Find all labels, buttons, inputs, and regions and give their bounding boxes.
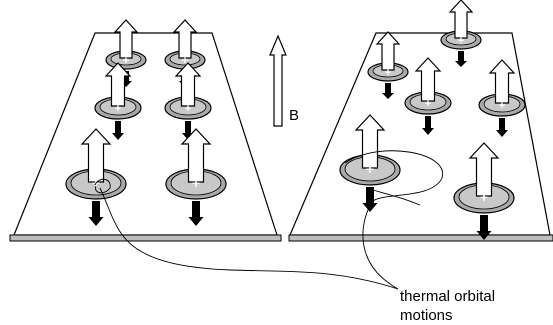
annotation-line1: thermal orbital <box>400 288 495 305</box>
charge-sign: + <box>385 67 391 79</box>
moment-arrow-down <box>496 118 508 137</box>
charged-particle: + <box>367 31 409 99</box>
charge-sign: + <box>480 189 488 205</box>
moment-arrow-up <box>174 62 202 107</box>
moment-arrow-up <box>180 128 212 183</box>
charged-particle: + <box>440 0 482 67</box>
charge-sign: + <box>182 55 188 67</box>
moment-arrow-down <box>88 201 104 226</box>
moment-arrow-down <box>382 83 394 99</box>
charged-particle: + <box>94 62 142 140</box>
magnetic-field-arrow <box>269 34 287 127</box>
charge-sign: + <box>115 103 121 115</box>
left-plate <box>9 32 282 242</box>
charge-sign: + <box>499 100 505 112</box>
charged-particle: + <box>478 59 526 137</box>
charged-particle: + <box>404 57 452 135</box>
right-plate <box>288 32 553 242</box>
moment-arrow-up <box>172 19 198 59</box>
charged-particle: + <box>165 128 227 226</box>
moment-arrow-up <box>104 62 132 107</box>
moment-arrow-down <box>455 51 467 67</box>
charge-sign: + <box>425 98 431 110</box>
orbital-motion-curves <box>94 150 443 290</box>
moment-arrow-down <box>112 121 124 140</box>
charged-particle: + <box>339 114 401 212</box>
moment-arrow-up <box>375 31 401 71</box>
charge-sign: + <box>192 175 200 191</box>
charged-particle: + <box>453 142 515 240</box>
charge-sign: + <box>458 35 464 47</box>
moment-arrow-up <box>414 57 442 102</box>
moment-arrow-up <box>113 19 139 59</box>
field-label: B <box>289 107 299 124</box>
charged-particle: + <box>65 128 127 226</box>
moment-arrow-down <box>188 201 204 226</box>
moment-arrow-up <box>448 0 474 39</box>
charge-sign: + <box>123 55 129 67</box>
moment-arrow-up <box>80 128 112 183</box>
moment-arrow-down <box>476 215 492 240</box>
charged-particle: + <box>164 62 212 140</box>
annotation-line2: motions <box>400 307 453 324</box>
moment-arrow-up <box>468 142 500 197</box>
moment-arrow-down <box>362 187 378 212</box>
moment-arrow-up <box>488 59 516 104</box>
charge-sign: + <box>366 161 374 177</box>
charge-sign: + <box>185 103 191 115</box>
moment-arrow-down <box>422 116 434 135</box>
